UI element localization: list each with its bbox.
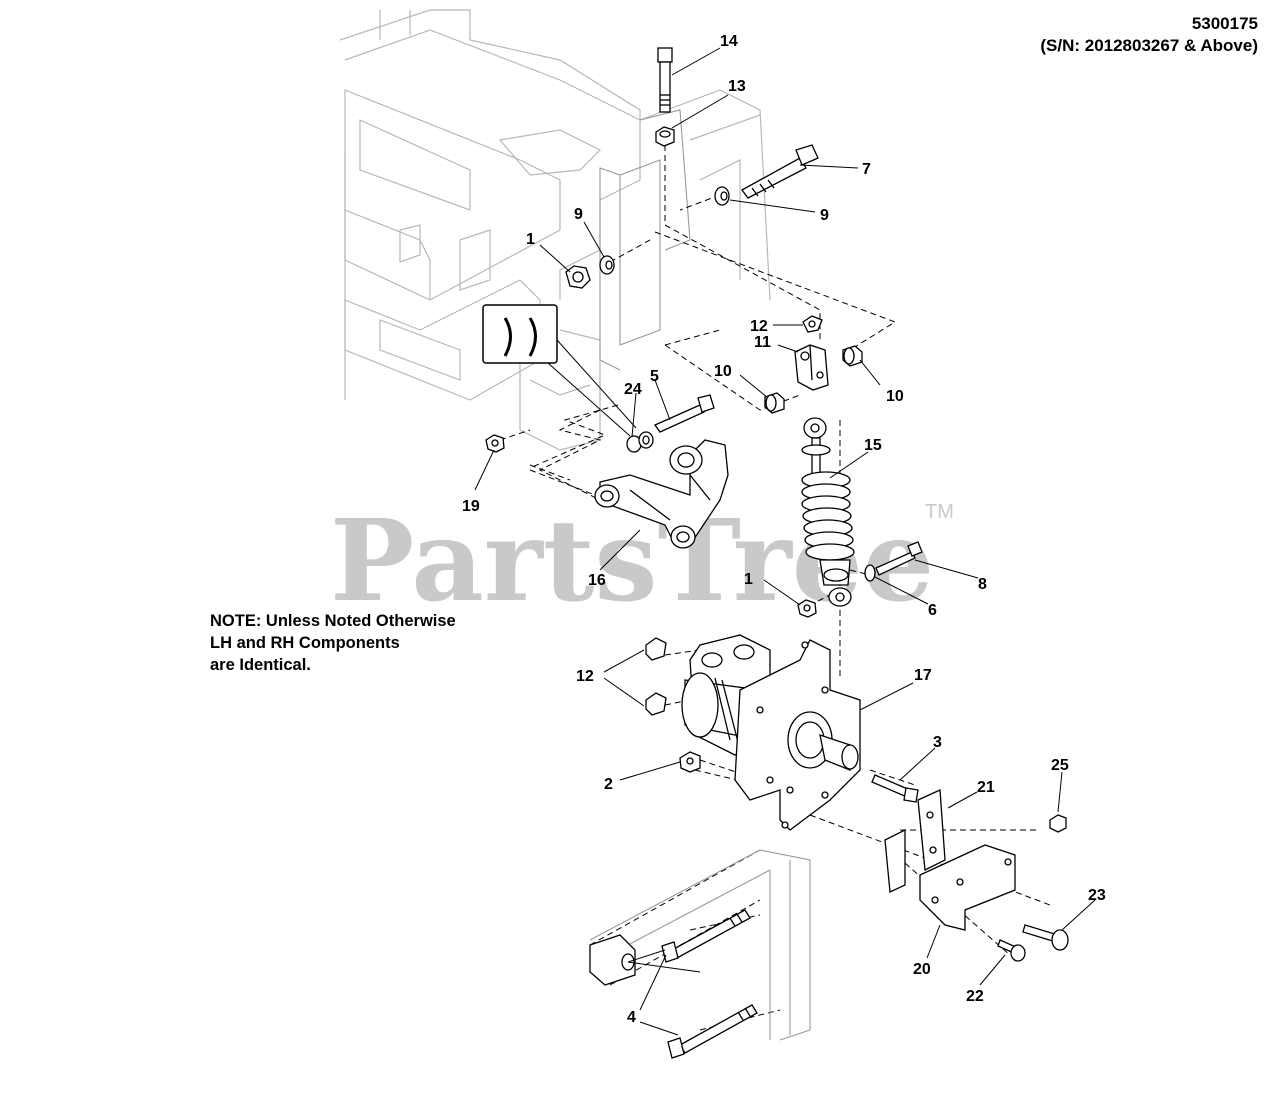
shock-15 — [801, 417, 855, 607]
callout-21: 21 — [977, 779, 995, 796]
callout-1-lower: 1 — [744, 571, 753, 588]
callout-1-upper: 1 — [526, 231, 535, 248]
callout-19: 19 — [462, 498, 480, 515]
nut-13 — [655, 126, 675, 147]
washer-6 — [864, 564, 876, 582]
frame-ghost — [339, 9, 771, 451]
bolt-3 — [871, 774, 919, 803]
callout-6: 6 — [928, 602, 937, 619]
nut-1-lower — [797, 599, 817, 618]
nut-25 — [1049, 814, 1067, 833]
callout-25: 25 — [1051, 757, 1069, 774]
bolt-8 — [875, 541, 923, 576]
callout-12-upper: 12 — [750, 318, 768, 335]
square-nut-12-upper — [802, 315, 823, 333]
bolt-5 — [654, 394, 715, 433]
callout-9-right: 9 — [820, 207, 829, 224]
callout-14: 14 — [720, 33, 738, 50]
nut-1-upper — [565, 265, 591, 289]
square-nut-12-lower-a — [645, 637, 667, 661]
control-arm-16 — [594, 439, 729, 549]
washer-9-left — [599, 255, 615, 275]
bolt-4-upper — [661, 909, 751, 963]
serial-number-range: (S/N: 2012803267 & Above) — [1040, 36, 1258, 55]
shim-plate — [884, 828, 906, 893]
callout-9-left: 9 — [574, 206, 583, 223]
callout-8: 8 — [978, 576, 987, 593]
callout-20: 20 — [913, 961, 931, 978]
note-line-3: are Identical. — [210, 656, 311, 674]
callout-3: 3 — [933, 734, 942, 751]
bolt-23 — [1022, 924, 1069, 951]
callout-11: 11 — [754, 334, 771, 351]
bolt-14 — [657, 47, 673, 113]
watermark-trademark: TM — [925, 501, 954, 523]
square-nut-12-lower-b — [645, 692, 667, 716]
callout-10-left: 10 — [714, 363, 732, 380]
callout-16: 16 — [588, 572, 606, 589]
spacer-10-left — [764, 392, 785, 414]
bolt-7 — [741, 144, 819, 199]
bolt-22 — [997, 939, 1026, 962]
callout-22: 22 — [966, 988, 984, 1005]
nut-2 — [679, 751, 701, 773]
spacer-block — [589, 934, 636, 986]
callout-5: 5 — [650, 368, 659, 385]
callout-24: 24 — [624, 381, 642, 398]
model-number: 5300175 — [1191, 14, 1258, 33]
callout-numbers: 14 13 7 9 9 1 12 11 10 10 5 24 15 19 16 … — [462, 33, 1106, 1026]
callout-12-lower: 12 — [576, 668, 594, 685]
callout-17: 17 — [914, 667, 932, 684]
shim-21 — [917, 789, 946, 872]
wheel-motor-17 — [681, 634, 861, 831]
callout-15: 15 — [864, 437, 882, 454]
note-line-1: NOTE: Unless Noted Otherwise — [210, 612, 456, 630]
spacer-10-right — [842, 345, 863, 367]
washer-9-right — [714, 186, 730, 206]
oring-detail-inset — [482, 304, 637, 437]
callout-13: 13 — [728, 78, 746, 95]
leader-lines — [474, 47, 1096, 1036]
callout-10-right: 10 — [886, 388, 904, 405]
callout-23: 23 — [1088, 887, 1106, 904]
bolt-4-lower — [667, 1004, 758, 1059]
washer-24 — [626, 431, 654, 453]
callout-7: 7 — [862, 161, 871, 178]
callout-2: 2 — [604, 776, 613, 793]
callout-4: 4 — [627, 1009, 636, 1026]
bracket-11 — [794, 344, 829, 391]
nut-19 — [485, 434, 505, 453]
bracket-20 — [919, 844, 1016, 931]
note-line-2: LH and RH Components — [210, 634, 400, 652]
